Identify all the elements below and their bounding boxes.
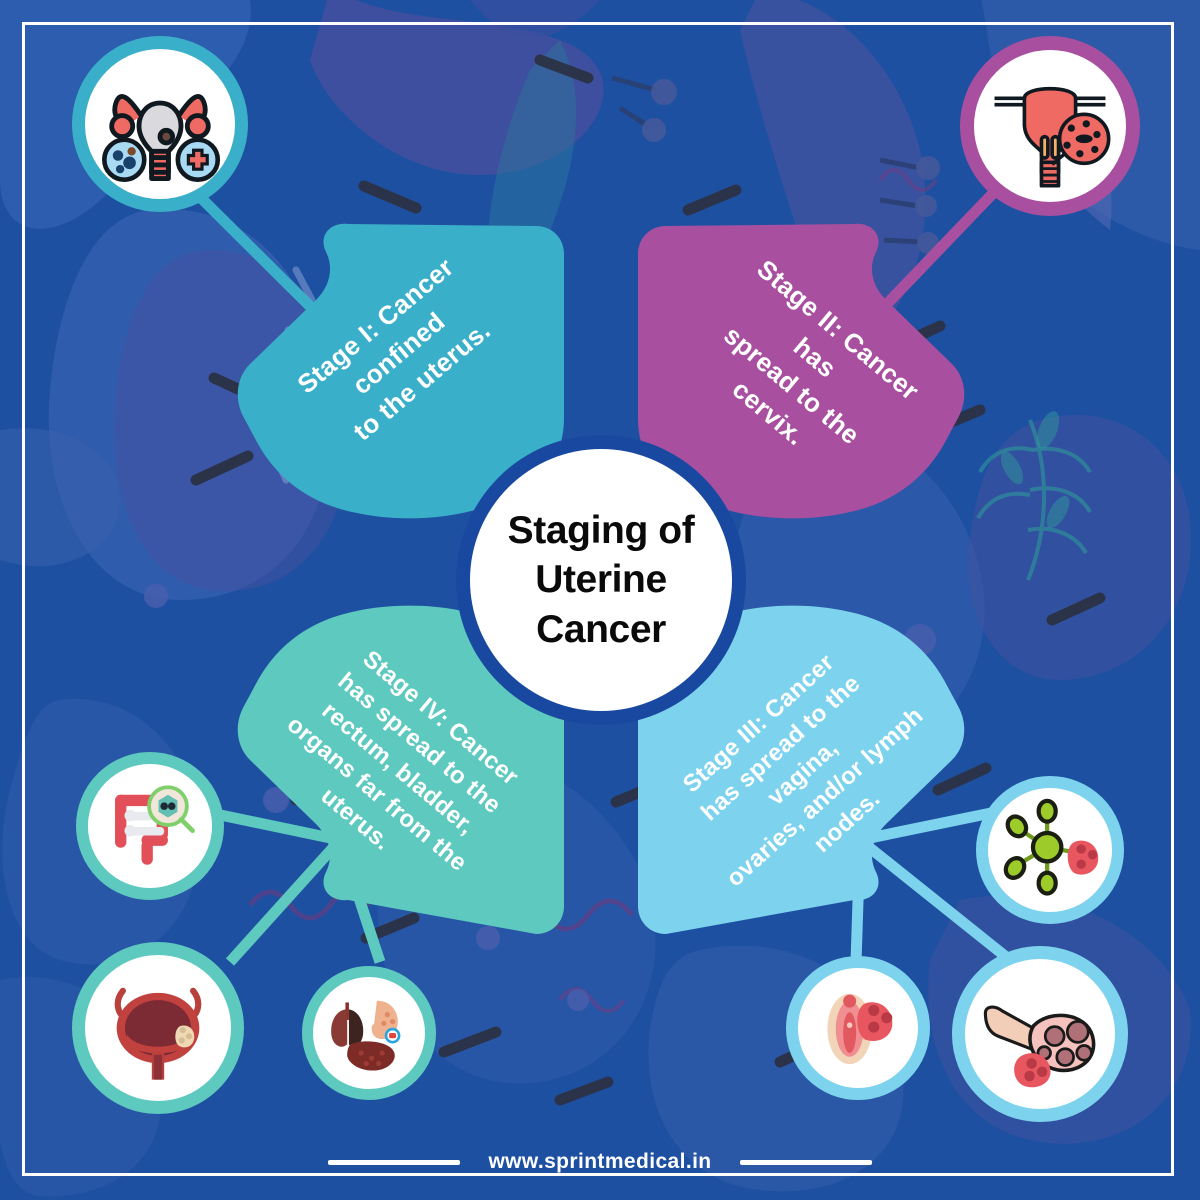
page-title: Staging of Uterine Cancer (507, 509, 695, 651)
rectum-icon (115, 785, 195, 865)
connector-lymph-node (858, 806, 998, 846)
footer-rule-right (739, 1159, 872, 1165)
ovary-icon (983, 1005, 1096, 1088)
vagina-icon (827, 993, 893, 1065)
connector-bladder (225, 836, 345, 966)
ovary-icon-bubble[interactable] (952, 946, 1128, 1122)
footer-url[interactable]: www.sprintmedical.in (488, 1150, 712, 1173)
rectum-icon-bubble[interactable] (76, 752, 224, 900)
cervix-icon (994, 86, 1111, 188)
footer-rule-left (328, 1159, 461, 1165)
uterus-icon-bubble[interactable] (72, 36, 248, 212)
uterus-icon (102, 94, 221, 182)
distant-organs-icon-bubble[interactable] (302, 966, 436, 1100)
cervix-icon-bubble[interactable] (960, 36, 1140, 216)
vagina-icon-bubble[interactable] (786, 956, 930, 1100)
connector-rectum (204, 806, 342, 846)
bladder-icon-bubble[interactable] (72, 942, 244, 1114)
connector-ovary (856, 835, 1014, 965)
footer: www.sprintmedical.in (0, 1150, 1200, 1174)
lymph-node-icon (1003, 798, 1099, 896)
distant-organs-icon (331, 1000, 401, 1071)
bladder-icon (114, 987, 202, 1080)
lymph-node-icon-bubble[interactable] (976, 776, 1124, 924)
center-circle (470, 449, 732, 711)
